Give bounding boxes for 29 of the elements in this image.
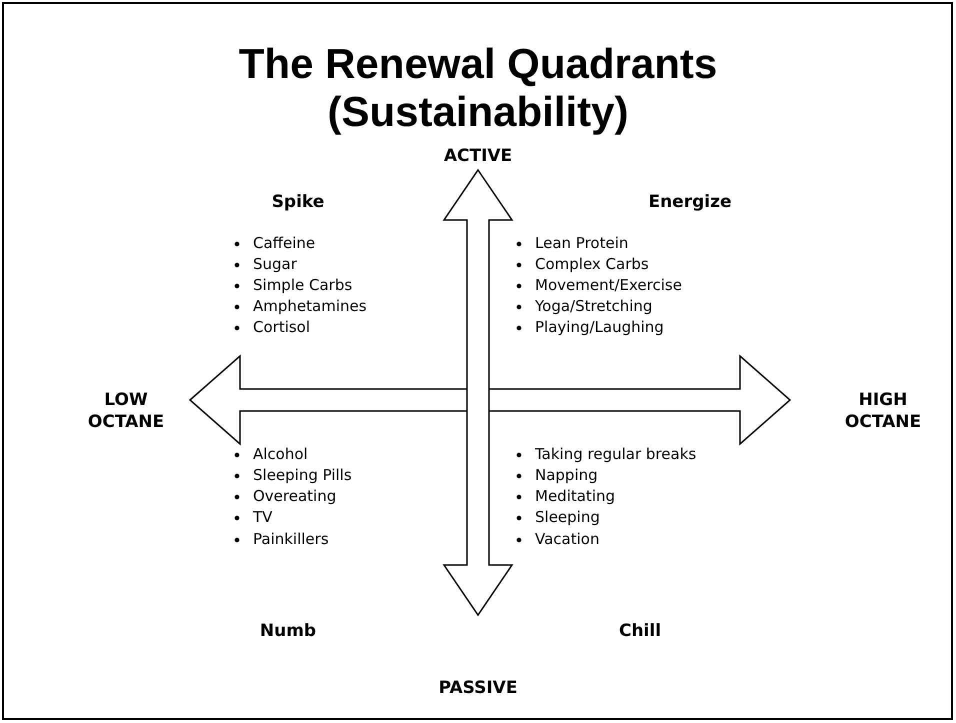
list-item: Playing/Laughing [535, 318, 664, 336]
list-item: Meditating [535, 487, 616, 505]
list-item: Lean Protein [535, 234, 628, 252]
list-item: Taking regular breaks [535, 445, 696, 463]
list-item: Painkillers [253, 530, 329, 548]
list-item: Sleeping [535, 508, 600, 526]
list-item: Yoga/Stretching [535, 297, 652, 315]
list-item: Movement/Exercise [535, 276, 682, 294]
list-item: TV [253, 508, 272, 526]
list-item: Napping [535, 466, 598, 484]
axis-label: HIGH OCTANE [844, 389, 922, 433]
quadrant-heading: Spike [272, 192, 324, 212]
quadrant-heading: Chill [618, 621, 662, 641]
list-item: Vacation [535, 530, 600, 548]
list-item: Simple Carbs [253, 276, 352, 294]
quadrant-heading: Numb [260, 621, 316, 641]
list-item: Alcohol [253, 445, 308, 463]
list-item: Caffeine [253, 234, 316, 252]
list-item: Cortisol [253, 318, 310, 336]
list-item: Complex Carbs [535, 255, 649, 273]
list-item: Sugar [253, 255, 297, 273]
list-item: Overeating [253, 487, 336, 505]
axis-label: PASSIVE [438, 678, 518, 698]
quadrant-heading: Energize [648, 192, 732, 212]
axis-label: LOW OCTANE [86, 389, 166, 433]
list-item: Sleeping Pills [253, 466, 352, 484]
title: The Renewal Quadrants (Sustainability) [238, 40, 718, 136]
list-item: Amphetamines [253, 297, 367, 315]
axis-label: ACTIVE [444, 146, 512, 166]
